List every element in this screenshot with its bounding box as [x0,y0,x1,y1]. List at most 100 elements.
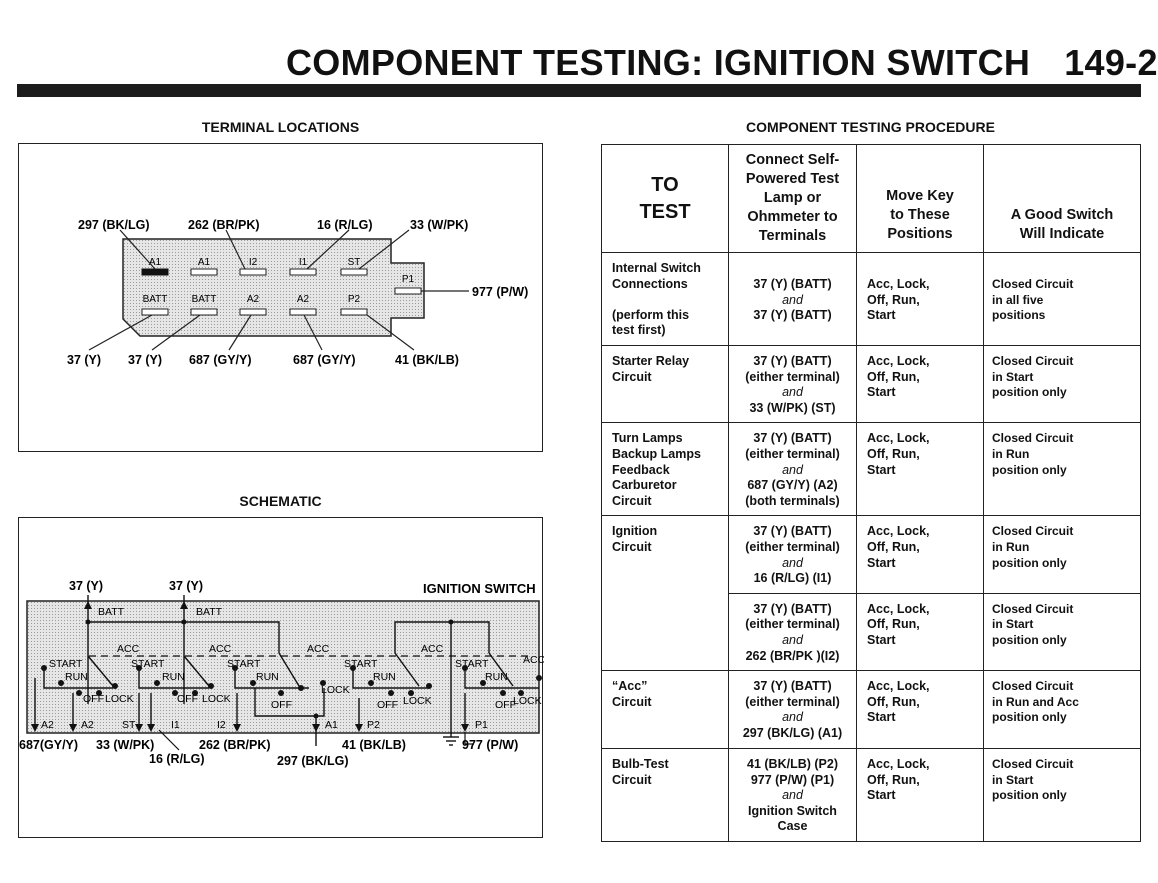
lock-label: LOCK [403,695,432,707]
ground-icon [443,723,459,746]
terminals-cell: 37 (Y) (BATT) and 37 (Y) (BATT) [728,252,857,346]
positions-cell: Acc, Lock, Off, Run, Start [856,592,984,672]
page-title-text: COMPONENT TESTING: IGNITION SWITCH [286,42,1031,83]
batt-feeds [87,595,490,723]
header-to-test: TO TEST [601,144,729,253]
terminal-label: ST [122,719,136,731]
terminal-locations-title: TERMINAL LOCATIONS [201,119,360,135]
table-row: Starter Relay Circuit 37 (Y) (BATT) (eit… [601,344,1141,424]
table-row: Bulb-Test Circuit 41 (BK/LB) (P2) 977 (P… [601,748,1141,843]
test-cell: Bulb-Test Circuit [601,748,729,843]
lock-label: LOCK [202,693,231,705]
top-terminal-label: I2 [249,257,258,268]
top-wire-leaders [119,229,410,270]
top-wire-label: 16 (R/LG) [317,218,373,232]
connector-diagram: A1 A1 I2 I1 ST BATT BATT A2 A2 P2 P1 977… [67,218,528,367]
bottom-wire-label: 41 (BK/LB) [395,353,459,367]
off-label: OFF [377,699,398,711]
bottom-wire-label: 37 (Y) [67,353,101,367]
test-cell: Ignition Circuit [601,515,729,672]
page-number: 149-2 [1064,42,1158,83]
terminal-label: I2 [217,719,226,731]
acc-label: ACC [307,643,330,655]
test-cell: Turn Lamps Backup Lamps Feedback Carbure… [601,422,729,517]
schematic-title: SCHEMATIC [239,493,322,509]
result-cell: Closed Circuit in Run and Acc position o… [983,670,1141,750]
terminals-cell: 37 (Y) (BATT) (either terminal) and 297 … [728,670,857,750]
procedure-title: COMPONENT TESTING PROCEDURE [746,119,995,135]
batt-label: BATT [196,606,223,618]
test-cell: “Acc” Circuit [601,670,729,750]
bottom-leaders [158,729,474,751]
bottom-terminal-label: P2 [348,294,361,305]
top-wire-label: 297 (BK/LG) [78,218,150,232]
header-connect: Connect Self- Powered Test Lamp or Ohmme… [728,144,857,253]
start-label: START [455,658,489,670]
bottom-terminal-label: A2 [247,294,260,305]
terminal-locations-panel: A1 A1 I2 I1 ST BATT BATT A2 A2 P2 P1 977… [18,143,543,452]
terminals-cell: 37 (Y) (BATT) (either terminal) and 262 … [728,592,857,672]
table-row: Turn Lamps Backup Lamps Feedback Carbure… [601,422,1141,517]
positions-cell: Acc, Lock, Off, Run, Start [856,670,984,750]
run-label: RUN [373,671,396,683]
switch-housing [26,600,540,734]
table-row: Internal Switch Connections (perform thi… [601,252,1141,346]
top-wire-label: 37 (Y) [169,579,203,593]
positions-cell: Acc, Lock, Off, Run, Start [856,422,984,517]
side-terminal: P1 977 (P/W) [394,274,528,299]
bottom-terminals: BATT BATT A2 A2 P2 [141,294,368,316]
result-cell: Closed Circuit in Start position only [983,344,1141,424]
page-title: COMPONENT TESTING: IGNITION SWITCH 149-2 [286,42,1157,84]
lock-label: LOCK [513,695,542,707]
run-label: RUN [485,671,508,683]
test-cell: Starter Relay Circuit [601,344,729,424]
terminals-cell: 37 (Y) (BATT) (either terminal) and 33 (… [728,344,857,424]
wire-label: 33 (W/PK) [96,738,154,752]
positions-cell: Acc, Lock, Off, Run, Start [856,748,984,843]
top-terminal-label: I1 [299,257,308,268]
terminal-label: P2 [367,719,380,731]
wire-label: 16 (R/LG) [149,752,205,766]
table-row: “Acc” Circuit 37 (Y) (BATT) (either term… [601,670,1141,750]
contact-dots [41,619,542,719]
off-label: OFF [83,693,104,705]
top-terminal-label: A1 [198,257,211,268]
run-label: RUN [65,671,88,683]
result-cell: Closed Circuit in all five positions [983,252,1141,346]
top-wire-label: 33 (W/PK) [410,218,468,232]
acc-label: ACC [523,654,544,666]
positions-cell: Acc, Lock, Off, Run, Start [856,344,984,424]
terminal-label: P1 [475,719,488,731]
top-wire-label: 262 (BR/PK) [188,218,260,232]
output-arrows [31,724,469,732]
terminal-label: I1 [171,719,180,731]
off-label: OFF [495,699,516,711]
result-cell: Closed Circuit in Run position only [983,422,1141,517]
terminals-cell: 37 (Y) (BATT) (either terminal) and 16 (… [728,515,857,594]
test-cell: Internal Switch Connections (perform thi… [601,252,729,346]
acc-label: ACC [421,643,444,655]
lock-label: LOCK [321,684,350,696]
wire-label: 977 (P/W) [462,738,518,752]
wire-label: 297 (BK/LG) [277,754,349,768]
bottom-terminal-label: BATT [192,294,217,305]
result-cell: Closed Circuit in Run position only [983,515,1141,594]
start-label: START [49,658,83,670]
wire-label: 41 (BK/LB) [342,738,406,752]
terminal-label: A2 [81,719,94,731]
switch-contacts [43,652,539,717]
side-wire-label: 977 (P/W) [472,285,528,299]
top-wire-label: 37 (Y) [69,579,103,593]
lock-label: LOCK [105,693,134,705]
acc-label: ACC [209,643,232,655]
terminal-label: A1 [325,719,338,731]
top-terminal-label: A1 [149,257,162,268]
schematic-diagram: IGNITION SWITCH 37 (Y) 37 (Y) BATT BATT … [19,579,546,768]
side-terminal-label: P1 [402,274,415,285]
positions-cell: Acc, Lock, Off, Run, Start [856,252,984,346]
result-cell: Closed Circuit in Start position only [983,748,1141,843]
switch-label: IGNITION SWITCH [423,581,536,596]
start-label: START [344,658,378,670]
terminals-cell: 41 (BK/LB) (P2) 977 (P/W) (P1) and Ignit… [728,748,857,843]
bottom-wire-leaders [88,314,415,351]
